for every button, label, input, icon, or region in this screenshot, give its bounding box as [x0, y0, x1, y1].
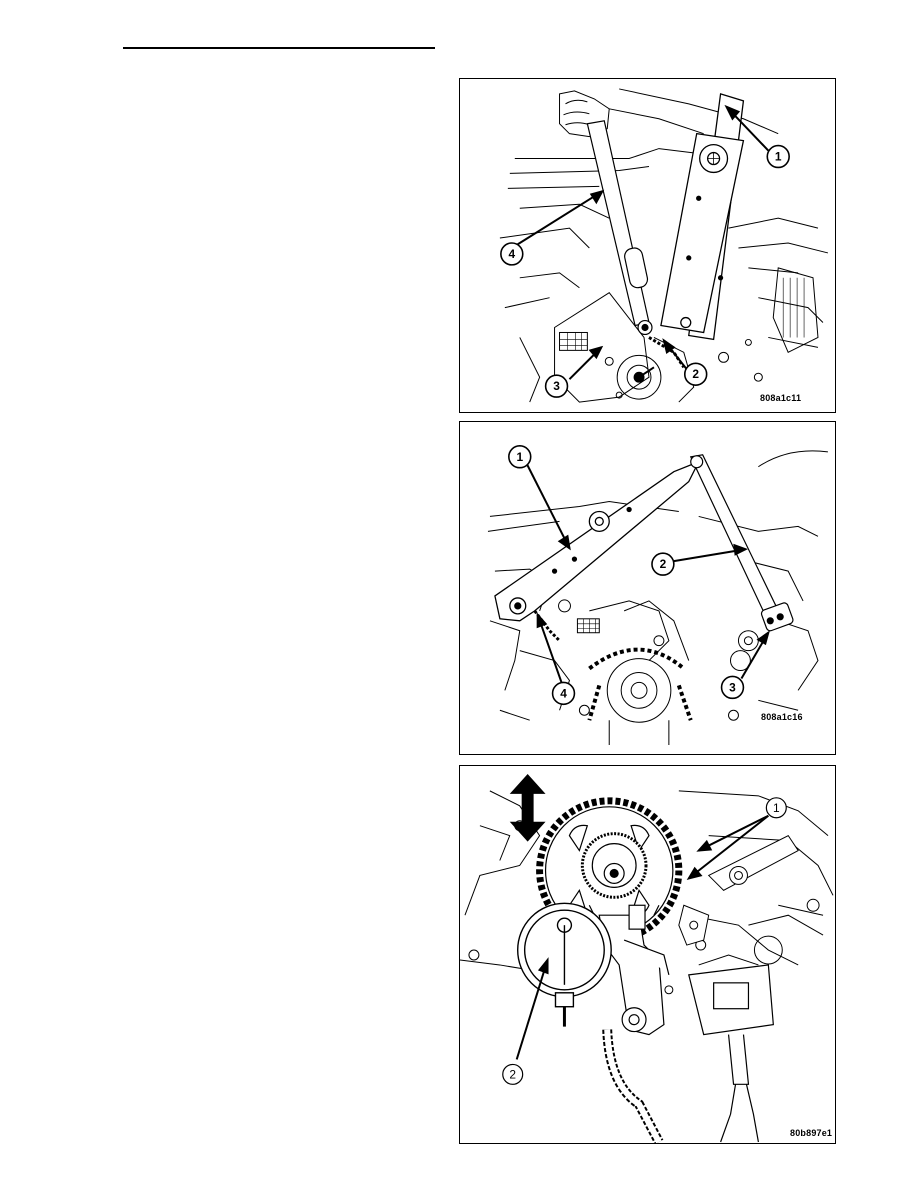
- callout-3: [544, 374, 569, 398]
- figure-2-illustration: 1 2 3 4: [487, 445, 828, 746]
- callout-2-label: 2: [660, 557, 667, 571]
- callout-4: [500, 242, 524, 266]
- callout-1: [508, 445, 532, 469]
- callout-2-label: 2: [509, 1067, 516, 1081]
- figure-wrench-chain-tension: 1 2 3 4 808a1c16: [459, 421, 836, 755]
- callout-1-label: 1: [775, 150, 782, 164]
- callout-3-label: 3: [553, 379, 560, 393]
- header-rule: [123, 47, 435, 49]
- callout-1: [766, 144, 790, 169]
- figure-code: 808a1c11: [760, 393, 802, 403]
- callout-2: [502, 1063, 524, 1085]
- callout-3: [720, 675, 745, 700]
- callout-4-label: 4: [509, 247, 516, 261]
- figure-code: 80b897e1: [790, 1128, 833, 1138]
- figure-torque-wrench-camshaft: 1 4 2 3 808a1c11: [459, 78, 836, 413]
- figure-dial-indicator-endplay: 1 2 80b897e1: [459, 765, 836, 1144]
- callout-2-label: 2: [692, 367, 699, 381]
- callout-4-label: 4: [560, 686, 567, 700]
- callout-1: [765, 797, 787, 819]
- callout-1-label: 1: [516, 450, 523, 464]
- figure-code: 808a1c16: [761, 712, 803, 722]
- callout-2: [683, 362, 708, 386]
- figure-3-illustration: 1 2: [460, 773, 834, 1143]
- callout-3-label: 3: [729, 680, 736, 694]
- callout-4: [551, 681, 576, 706]
- callout-2: [651, 552, 675, 576]
- figure-1-illustration: 1 4 2 3: [499, 88, 829, 403]
- callout-1-label: 1: [773, 801, 780, 815]
